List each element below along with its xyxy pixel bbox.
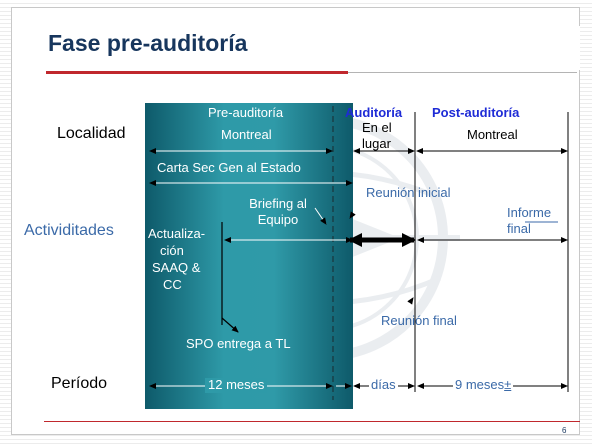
location-lugar: lugar: [362, 136, 391, 151]
row-label-localidad: Localidad: [57, 125, 126, 142]
activity-actualizacion-line3: SAAQ &: [152, 260, 201, 275]
location-en-el: En el: [362, 120, 392, 135]
title-underline-grey: [348, 72, 577, 73]
activity-briefing-line1: Briefing al: [249, 196, 307, 211]
footer-rule: [44, 421, 580, 422]
location-pre-montreal: Montreal: [221, 127, 272, 142]
title-area: [32, 26, 580, 70]
activity-carta: Carta Sec Gen al Estado: [157, 160, 301, 175]
phase-pre-auditoria: Pre-auditoría: [208, 105, 284, 120]
title-underline-red: [46, 71, 348, 74]
activity-actualizacion-line1: Actualiza-: [148, 226, 206, 241]
pre-audit-block: [145, 103, 353, 409]
period-post-suffix: ±: [504, 377, 512, 392]
activity-actualizacion-line4: CC: [163, 277, 182, 292]
activity-informe-line1: Informe: [507, 205, 552, 220]
phase-post-auditoria: Post-auditoría: [432, 105, 520, 120]
phase-auditoria: Auditoría: [345, 105, 403, 120]
activity-spo: SPO entrega a TL: [186, 336, 291, 351]
activity-reunion-final: Reunión final: [381, 313, 457, 328]
activity-actualizacion-line2: ción: [160, 243, 184, 258]
row-label-actividades: Actividitades: [24, 222, 114, 239]
activity-informe-line2: final: [507, 221, 531, 236]
activity-briefing-line2: Equipo: [257, 212, 299, 227]
period-post: 9 meses±: [453, 377, 514, 393]
page-number: 6: [562, 426, 567, 435]
row-label-periodo: Período: [51, 375, 108, 392]
activity-reunion-inicial: Reunión inicial: [366, 185, 451, 200]
period-post-value: 9 meses: [455, 377, 505, 392]
period-pre: 12 meses: [205, 377, 268, 393]
location-post-montreal: Montreal: [467, 127, 518, 142]
period-auditoria: días: [369, 377, 398, 393]
slide-title: Fase pre-auditoría: [48, 30, 248, 56]
